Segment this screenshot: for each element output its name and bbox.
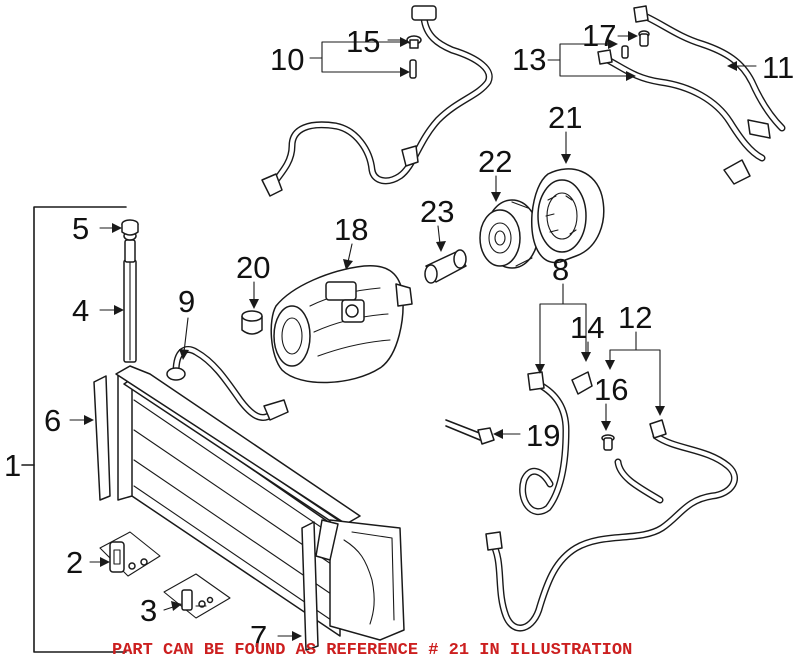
leader-lines (69, 31, 757, 641)
callout-11: 11 (762, 50, 794, 85)
ac-compressor (270, 264, 413, 384)
bracket-kit-3 (163, 573, 231, 619)
clutch-coil-21 (531, 168, 605, 264)
callout-23: 23 (420, 194, 454, 229)
callout-14: 14 (570, 310, 604, 345)
bracket-kit-2 (99, 531, 161, 577)
hose-9 (166, 346, 289, 421)
callout-8: 8 (552, 252, 569, 287)
callout-9: 9 (178, 284, 195, 319)
callout-13: 13 (512, 42, 546, 77)
callout-10: 10 (270, 42, 304, 77)
callout-6: 6 (44, 403, 61, 438)
callout-12: 12 (618, 300, 652, 335)
callout-21: 21 (548, 100, 582, 135)
receiver-drier-rod (123, 231, 137, 363)
hose-11 (597, 5, 786, 185)
fitting-16 (601, 434, 615, 451)
callout-19: 19 (526, 418, 560, 453)
group-bracket-1 (21, 206, 127, 653)
side-seal-left (93, 375, 111, 501)
callout-5: 5 (72, 211, 89, 246)
callout-3: 3 (140, 593, 157, 628)
condenser (115, 365, 405, 641)
side-seal-right (301, 521, 319, 651)
hose-10 (261, 5, 493, 197)
fitting-17 (621, 30, 650, 59)
callout-18: 18 (334, 212, 368, 247)
compressor-sleeve-20 (241, 310, 263, 335)
callout-20: 20 (236, 250, 270, 285)
hose-12 (485, 419, 738, 632)
callout-16: 16 (594, 372, 628, 407)
fitting-15 (406, 35, 422, 79)
clutch-pulley-22 (479, 199, 539, 269)
hose-8 (519, 371, 593, 516)
callout-4: 4 (72, 293, 89, 328)
clutch-hub-23 (424, 249, 467, 284)
callout-15: 15 (346, 24, 380, 59)
callout-17: 17 (582, 18, 616, 53)
callout-1: 1 (4, 448, 21, 483)
callout-22: 22 (478, 144, 512, 179)
drier-cap (121, 219, 139, 236)
callout-2: 2 (66, 545, 83, 580)
callout-numbers: 1 2 3 4 5 6 7 8 9 10 11 12 13 14 15 16 1… (4, 18, 794, 654)
mounting-bolt-19 (445, 419, 495, 445)
callout-7: 7 (250, 619, 267, 654)
reference-notice: PART CAN BE FOUND AS REFERENCE # 21 IN I… (112, 641, 632, 660)
